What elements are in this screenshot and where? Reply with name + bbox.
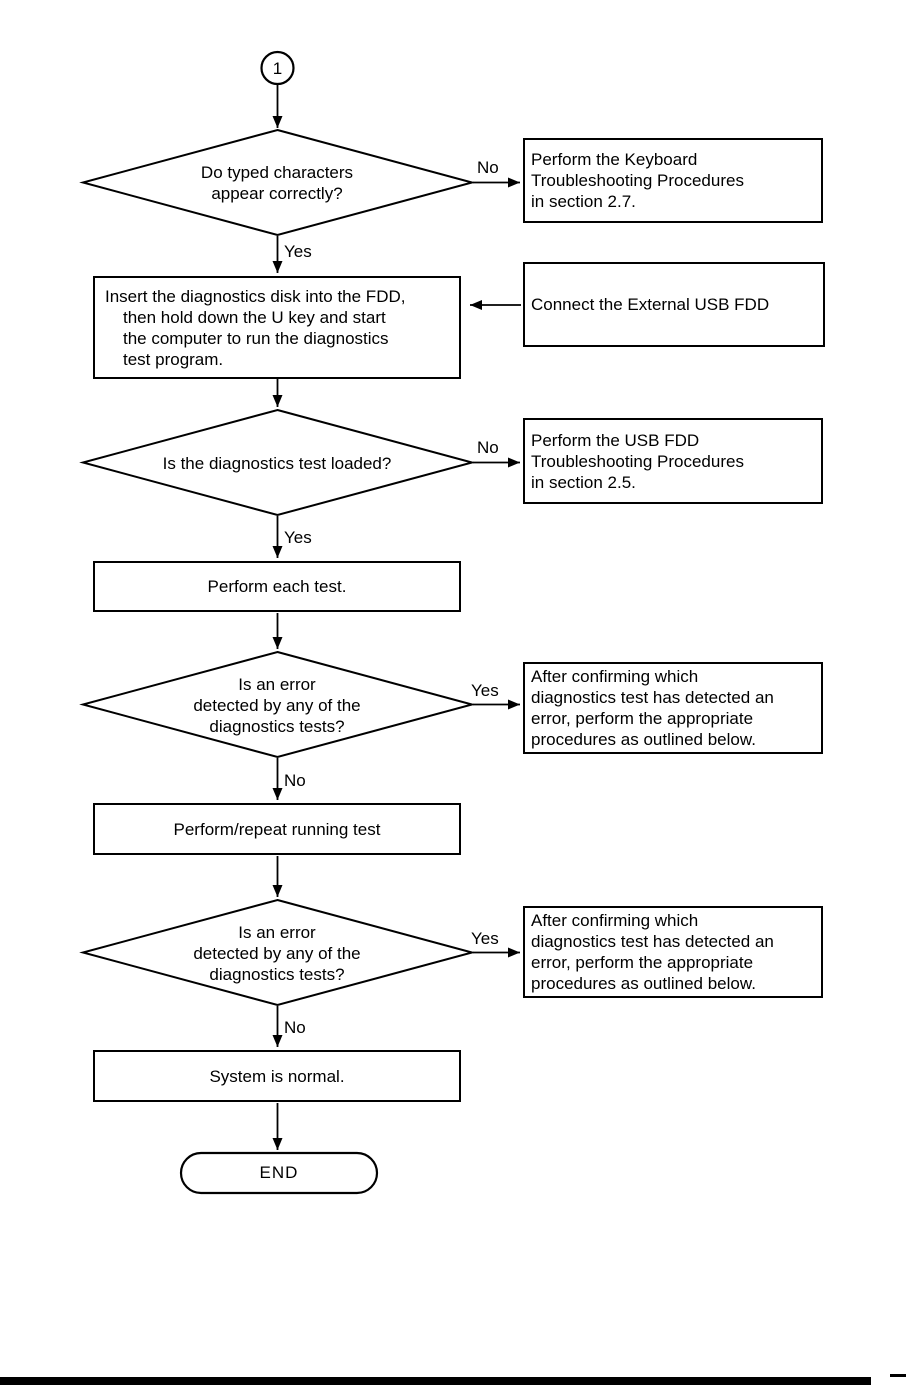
edge-label-yes-decision4: Yes [471,929,499,948]
edge-label-yes-decision3: Yes [471,681,499,700]
action-connect-usb-fdd-text: Connect the External USB FDD [531,295,770,314]
process-insert-diagnostics-disk: Insert the diagnostics disk into the FDD… [93,276,461,379]
process-system-normal-text: System is normal. [209,1066,345,1086]
connector-circle [260,50,295,86]
action-keyboard-troubleshooting-text: Perform the Keyboard Troubleshooting Pro… [531,150,744,211]
process-repeat-running-test: Perform/repeat running test [93,803,461,855]
edge-label-no-decision4: No [284,1018,306,1037]
action-connect-usb-fdd: Connect the External USB FDD [523,262,825,347]
edge-label-no-decision2: No [477,438,499,457]
action-keyboard-troubleshooting: Perform the Keyboard Troubleshooting Pro… [523,138,823,223]
action-confirm-error-1: After confirming which diagnostics test … [523,662,823,754]
process-perform-each-test: Perform each test. [93,561,461,612]
process-system-normal: System is normal. [93,1050,461,1102]
action-usb-fdd-troubleshooting: Perform the USB FDD Troubleshooting Proc… [523,418,823,504]
action-confirm-error-2: After confirming which diagnostics test … [523,906,823,998]
decision-typed-characters-shape [79,128,476,237]
edge-label-yes-decision1: Yes [284,242,312,261]
decision-error-detected-1-shape [79,650,476,759]
connector-label: 1 [272,58,283,78]
action-confirm-error-2-text: After confirming which diagnostics test … [531,911,774,993]
edge-label-no-decision1: No [477,158,499,177]
edge-label-no-decision3: No [284,771,306,790]
action-usb-fdd-troubleshooting-text: Perform the USB FDD Troubleshooting Proc… [531,430,744,492]
decision-test-loaded-shape [79,408,476,517]
action-confirm-error-1-text: After confirming which diagnostics test … [531,667,774,749]
decision-error-detected-2-shape [79,898,476,1007]
edge-label-yes-decision2: Yes [284,528,312,547]
terminator-end-shape [179,1151,379,1195]
terminator-end-label: END [259,1163,299,1182]
process-perform-each-test-text: Perform each test. [207,577,347,596]
process-insert-diagnostics-disk-text: Insert the diagnostics disk into the FDD… [105,286,406,369]
footer-rule [0,1377,871,1385]
footer-page-dash [890,1374,906,1377]
process-repeat-running-test-text: Perform/repeat running test [173,819,381,839]
